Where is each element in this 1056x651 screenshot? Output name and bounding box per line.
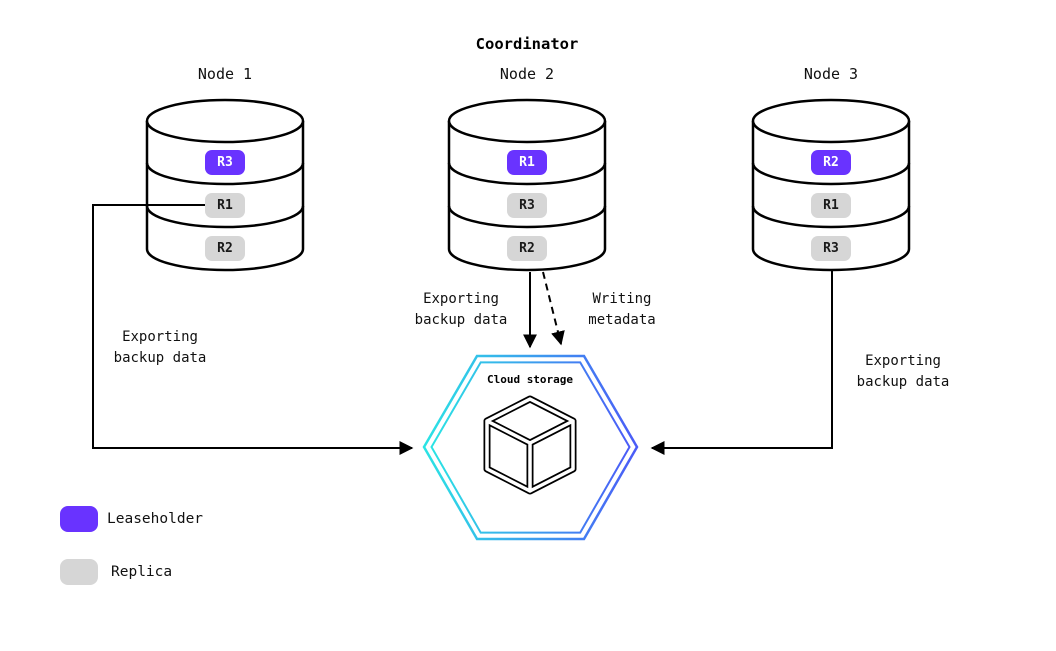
legend-leaseholder-swatch (60, 506, 98, 532)
node1-replica-badge-r1: R1 (205, 193, 245, 218)
cloud-storage-label: Cloud storage (486, 373, 574, 386)
node2-metadata-arrow (542, 271, 565, 346)
node2-replica-badge-r1: R1 (507, 150, 547, 175)
node3-cylinder-divider-2 (751, 205, 911, 229)
hexagon-inner (430, 361, 631, 534)
diagram-title: Coordinator (475, 35, 579, 53)
cloud-storage-hexagon (422, 354, 639, 541)
node1-cylinder-divider-1 (145, 162, 305, 186)
node1-cylinder-top (145, 98, 305, 144)
node2-replica-badge-r3: R3 (507, 193, 547, 218)
node3-label: Node 3 (803, 65, 859, 83)
node2-metadata-label: Writing metadata (588, 291, 656, 328)
node3-replica-badge-r2: R2 (811, 150, 851, 175)
node3-replica-badge-r1: R1 (811, 193, 851, 218)
edges (92, 204, 833, 455)
node3-replica-badge-r3: R3 (811, 236, 851, 261)
legend-leaseholder-label: Leaseholder (107, 511, 204, 527)
cube-icon (483, 395, 577, 495)
node1-export-arrow (92, 204, 414, 455)
node3-cylinder-divider-1 (751, 162, 911, 186)
node3-export-arrow (650, 270, 833, 455)
node2-replica-badge-r2: R2 (507, 236, 547, 261)
node2-label: Node 2 (499, 65, 555, 83)
node2-cylinder-divider-2 (447, 205, 607, 229)
node2-cylinder-top (447, 98, 607, 144)
node2-cylinder-divider-1 (447, 162, 607, 186)
hexagon-outer (422, 354, 639, 541)
node2-export-label: Exporting backup data (414, 291, 508, 328)
node3-export-label: Exporting backup data (856, 353, 950, 390)
legend-replica-label: Replica (111, 564, 173, 580)
node3-cylinder-top (751, 98, 911, 144)
node1-label: Node 1 (197, 65, 253, 83)
legend-replica-swatch (60, 559, 98, 585)
node1-replica-badge-r2: R2 (205, 236, 245, 261)
node1-cylinder-divider-2 (145, 205, 305, 229)
node1-export-label: Exporting backup data (113, 329, 207, 366)
node1-replica-badge-r3: R3 (205, 150, 245, 175)
